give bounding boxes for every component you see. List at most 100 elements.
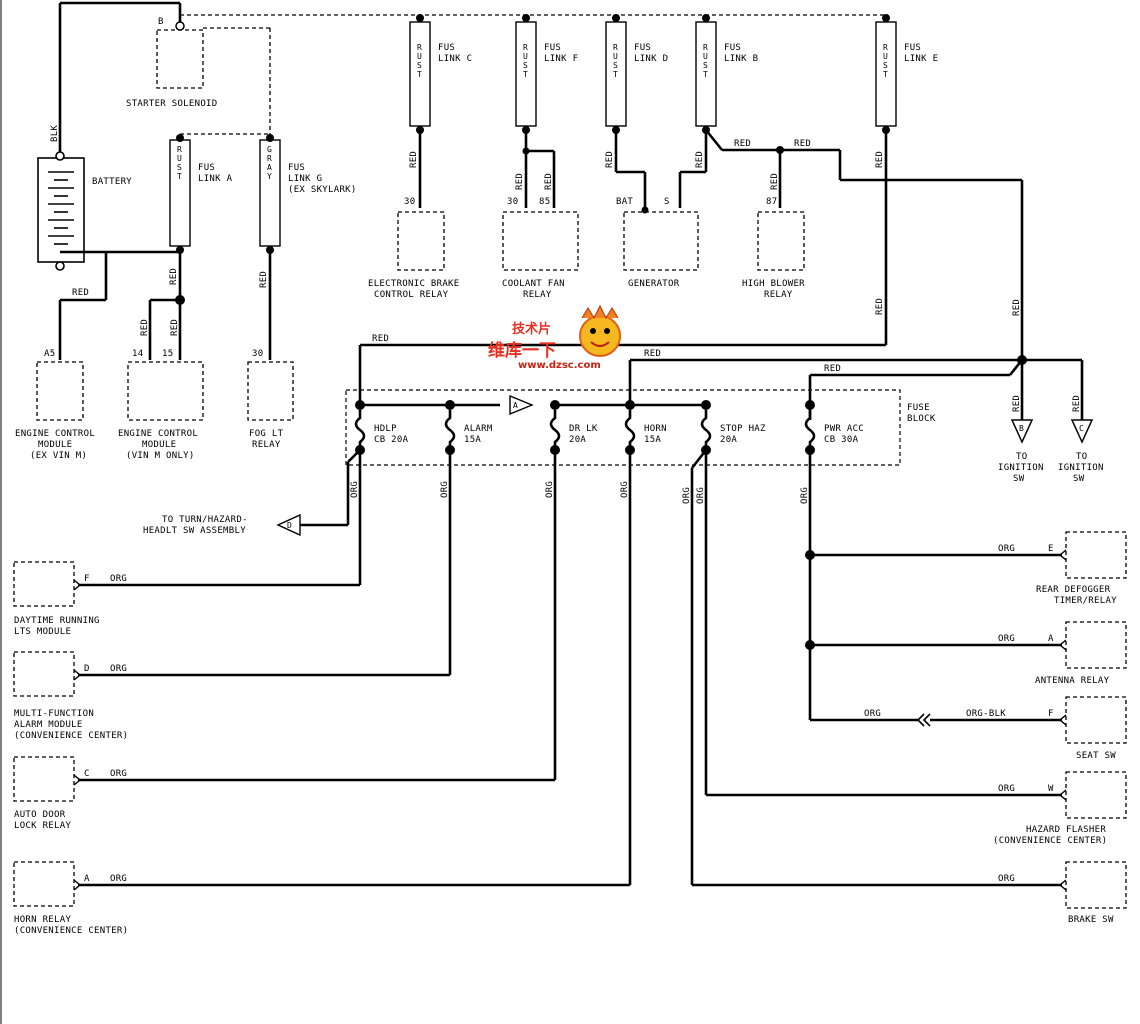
svg-text:RED: RED xyxy=(169,268,179,285)
svg-text:RED: RED xyxy=(170,319,180,336)
svg-text:S: S xyxy=(664,197,670,207)
svg-text:ORG: ORG xyxy=(998,544,1015,554)
svg-text:E: E xyxy=(1048,544,1054,554)
brake-sw: ORG BRAKE SW xyxy=(692,861,1127,925)
svg-text:ORG: ORG xyxy=(350,481,360,498)
svg-text:A: A xyxy=(1048,634,1054,644)
svg-text:TO TURN/HAZARD-HEADLT SW ASSEM: TO TURN/HAZARD-HEADLT SW ASSEMBLY xyxy=(143,515,248,536)
seat-sw: F ORG-BLK ORG SEAT SW xyxy=(810,696,1127,761)
svg-text:A: A xyxy=(513,401,518,410)
svg-text:ORG: ORG xyxy=(110,769,127,779)
svg-text:RED: RED xyxy=(695,151,705,168)
svg-text:ORG: ORG xyxy=(696,487,706,504)
svg-text:RED: RED xyxy=(140,319,150,336)
svg-text:ORG: ORG xyxy=(440,481,450,498)
svg-text:RED: RED xyxy=(644,349,661,359)
svg-text:HAZARD FLASHER(CONVENIENCE CEN: HAZARD FLASHER(CONVENIENCE CENTER) xyxy=(993,825,1107,846)
battery-wire-label: BLK xyxy=(50,125,60,142)
svg-text:30: 30 xyxy=(252,349,263,359)
svg-text:ORG: ORG xyxy=(864,709,881,719)
svg-text:HORN RELAY(CONVENIENCE CENTER): HORN RELAY(CONVENIENCE CENTER) xyxy=(14,915,128,936)
svg-text:RED: RED xyxy=(409,151,419,168)
svg-text:ORG: ORG xyxy=(998,634,1015,644)
starter-pin-label: B xyxy=(158,17,164,27)
svg-text:ORG: ORG xyxy=(998,784,1015,794)
svg-text:D: D xyxy=(84,664,90,674)
svg-text:RED: RED xyxy=(1072,395,1082,412)
svg-text:RED: RED xyxy=(875,151,885,168)
svg-text:RED: RED xyxy=(875,298,885,315)
svg-text:A5: A5 xyxy=(44,349,55,359)
svg-text:ORG: ORG xyxy=(998,874,1015,884)
svg-text:A: A xyxy=(84,874,90,884)
svg-text:ORG: ORG xyxy=(620,481,630,498)
watermark-text: 维库一下 xyxy=(488,340,556,361)
svg-text:RED: RED xyxy=(734,139,751,149)
svg-text:RED: RED xyxy=(515,173,525,190)
org-wires: ORG ORG ORG ORG ORG ORG ORG xyxy=(300,449,812,885)
svg-text:B: B xyxy=(1019,424,1024,433)
turn-hazard-connector: D TO TURN/HAZARD-HEADLT SW ASSEMBLY xyxy=(143,513,301,537)
generator: BAT S GENERATOR xyxy=(616,197,699,289)
svg-text:C: C xyxy=(84,769,90,779)
svg-text:30: 30 xyxy=(404,197,415,207)
svg-text:30: 30 xyxy=(507,197,518,207)
svg-text:ORG: ORG xyxy=(545,481,555,498)
svg-text:ANTENNA RELAY: ANTENNA RELAY xyxy=(1035,676,1110,686)
svg-text:15: 15 xyxy=(162,349,173,359)
antenna-relay: A ORG ANTENNA RELAY xyxy=(805,621,1127,686)
svg-text:ORG: ORG xyxy=(682,487,692,504)
svg-text:RED: RED xyxy=(544,173,554,190)
starter-label: STARTER SOLENOID xyxy=(126,99,218,109)
svg-text:W: W xyxy=(1048,784,1054,794)
svg-text:BAT: BAT xyxy=(616,197,633,207)
svg-text:RED: RED xyxy=(259,271,269,288)
top-bus xyxy=(58,1,888,154)
svg-text:ORG: ORG xyxy=(800,487,810,504)
svg-text:85: 85 xyxy=(539,197,550,207)
svg-text:SEAT SW: SEAT SW xyxy=(1076,751,1116,761)
svg-text:C: C xyxy=(1079,424,1084,433)
horn-relay: A ORG HORN RELAY(CONVENIENCE CENTER) xyxy=(13,861,630,936)
